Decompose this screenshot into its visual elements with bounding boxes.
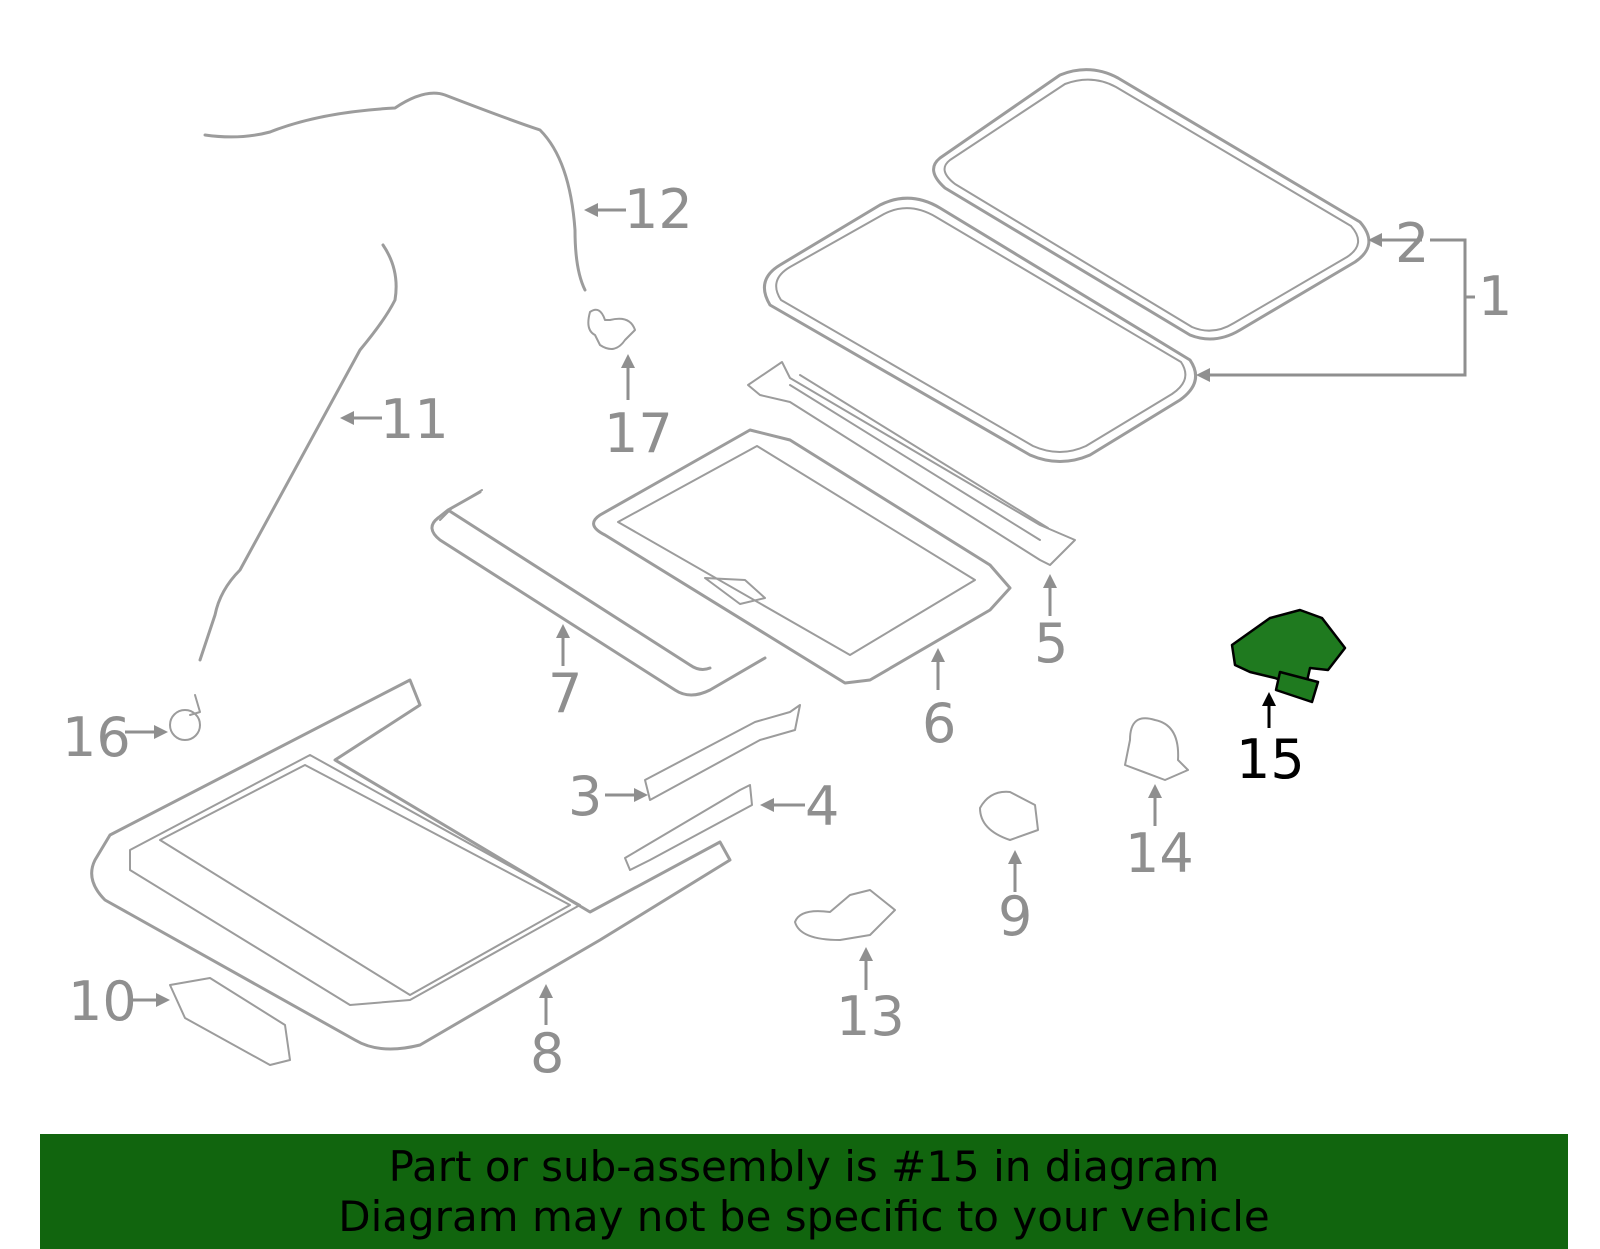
arrow-3 xyxy=(634,788,648,802)
callout-2: 2 xyxy=(1395,212,1429,275)
callout-6: 6 xyxy=(922,692,956,755)
arrow-4 xyxy=(760,798,774,812)
banner-line-2: Diagram may not be specific to your vehi… xyxy=(338,1192,1270,1241)
callout-17: 17 xyxy=(604,402,673,465)
arrow-8 xyxy=(539,984,553,998)
arrow-14 xyxy=(1148,784,1162,798)
callout-10: 10 xyxy=(68,970,137,1033)
callout-16: 16 xyxy=(62,706,131,769)
callout-9: 9 xyxy=(998,885,1032,948)
part-3-guide xyxy=(644,704,801,801)
callout-3: 3 xyxy=(568,765,602,828)
callout-11: 11 xyxy=(380,388,449,451)
arrow-10 xyxy=(156,993,170,1007)
arrow-12 xyxy=(584,203,598,217)
callout-14: 14 xyxy=(1125,822,1194,885)
callout-7: 7 xyxy=(548,662,582,725)
part-1-glass-panel xyxy=(762,196,1198,463)
part-5-wind-deflector xyxy=(747,361,1076,566)
callout-8: 8 xyxy=(530,1022,564,1085)
callout-12: 12 xyxy=(624,178,693,241)
part-10-motor xyxy=(169,977,291,1066)
bracket-1 xyxy=(1202,238,1475,377)
part-16-elbow xyxy=(169,694,201,741)
callout-4: 4 xyxy=(805,775,839,838)
part-9-bumper xyxy=(979,790,1039,841)
info-banner: Part or sub-assembly is #15 in diagram D… xyxy=(40,1134,1568,1249)
arrow-17 xyxy=(621,354,635,368)
callout-5: 5 xyxy=(1034,612,1068,675)
arrow-15 xyxy=(1262,692,1276,706)
part-6-sunroof-frame xyxy=(592,428,1012,685)
part-11-drain-hose xyxy=(198,243,398,662)
part-15-highlighted xyxy=(1230,608,1347,704)
callout-1: 1 xyxy=(1478,265,1512,328)
part-12-drain-hose xyxy=(203,91,587,292)
part-14-clip xyxy=(1124,717,1189,781)
part-2-glass-panel xyxy=(932,68,1371,341)
part-8-housing xyxy=(90,678,732,1051)
callout-15: 15 xyxy=(1236,728,1305,791)
callout-13: 13 xyxy=(836,985,905,1048)
arrow-11 xyxy=(340,411,354,425)
part-13-bracket xyxy=(794,889,896,941)
part-7-sunshade xyxy=(430,489,767,697)
banner-line-1: Part or sub-assembly is #15 in diagram xyxy=(388,1142,1220,1191)
arrow-16 xyxy=(154,725,168,739)
part-4-guide xyxy=(624,784,753,871)
arrow-6 xyxy=(931,648,945,662)
part-17-elbow xyxy=(587,308,636,350)
arrow-7 xyxy=(556,624,570,638)
arrow-13 xyxy=(859,947,873,961)
arrow-1 xyxy=(1196,368,1210,382)
arrow-9 xyxy=(1008,850,1022,864)
arrow-2 xyxy=(1368,233,1382,247)
arrow-5 xyxy=(1043,574,1057,588)
